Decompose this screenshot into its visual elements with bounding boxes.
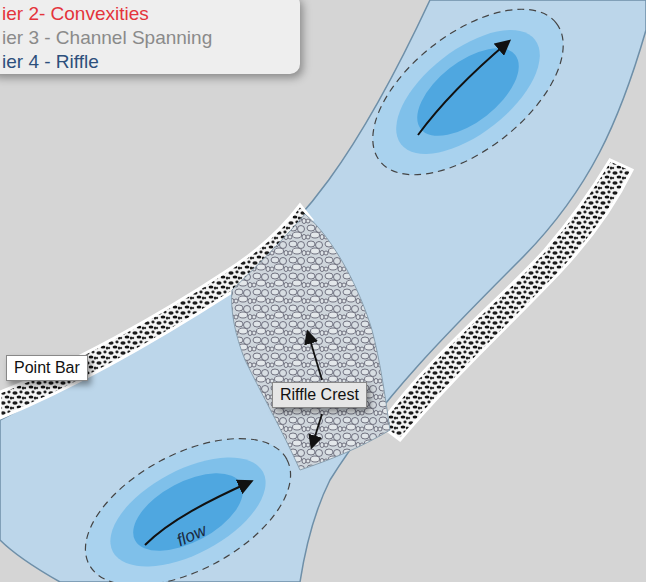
flow-arrow bbox=[418, 42, 508, 135]
leader-line bbox=[308, 333, 322, 380]
tier-label: ier 3 - Channel Spanning bbox=[2, 27, 212, 49]
pool bbox=[62, 408, 314, 582]
bank-gravel bbox=[380, 160, 632, 440]
part-label: Point Bar bbox=[6, 355, 88, 381]
tier-label: ier 4 - Riffle bbox=[2, 51, 99, 73]
pool bbox=[344, 0, 592, 207]
leader-line bbox=[312, 414, 322, 446]
tier-label: ier 2- Convexities bbox=[2, 3, 149, 25]
riffle bbox=[232, 214, 390, 470]
part-label: Riffle Crest bbox=[272, 382, 367, 408]
